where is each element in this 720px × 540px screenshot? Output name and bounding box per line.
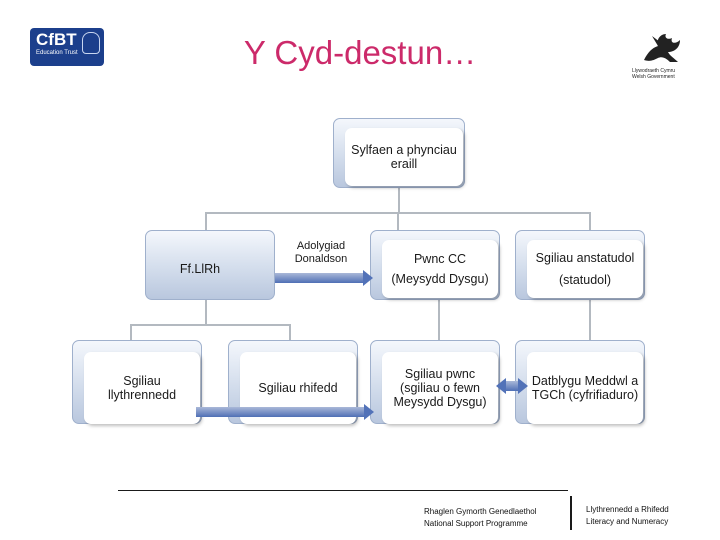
footer-left-line1: Rhaglen Gymorth Genedlaethol — [424, 507, 537, 516]
donaldson-label: Adolygiad Donaldson — [294, 240, 348, 265]
connector-pwnc-down — [438, 300, 440, 340]
ffllrh-back — [145, 230, 275, 300]
arrow-level2 — [196, 404, 374, 420]
connector-anstatudol — [589, 212, 591, 230]
welsh-gov-logo-text: Llywodraeth Cymru Welsh Government — [632, 68, 702, 80]
footer-right-line2: Literacy and Numeracy — [586, 517, 669, 526]
top-node: Sylfaen a phynciau eraill — [345, 128, 463, 186]
cfbt-logo-name: CfBT — [36, 30, 77, 49]
hand-icon — [82, 32, 100, 54]
welsh-dragon-icon — [644, 34, 680, 62]
datblygu-node: Datblygu Meddwl a TGCh (cyfrifiaduro) — [527, 352, 643, 424]
welsh-gov-line1: Llywodraeth Cymru — [632, 68, 676, 74]
anstatudol-node: Sgiliau anstatudol (statudol) — [527, 240, 643, 298]
llythrennedd-label: Sgiliau llythrennedd — [107, 374, 177, 402]
welsh-gov-line2: Welsh Government — [632, 74, 675, 80]
arrow-pwnc-datblygu — [496, 378, 528, 394]
footer-left-line2: National Support Programme — [424, 519, 528, 528]
connector-anstatudol-down — [589, 300, 591, 340]
footer-right-line1: Llythrennedd a Rhifedd — [586, 505, 669, 514]
page-title: Y Cyd-destun… — [243, 34, 477, 71]
footer-divider — [570, 496, 572, 530]
rhifedd-label: Sgiliau rhifedd — [258, 381, 338, 395]
cfbt-logo: CfBT Education Trust — [30, 28, 104, 66]
connector-pwnc — [397, 212, 399, 230]
pwnc-line2: (Meysydd Dysgu) — [391, 272, 489, 286]
donaldson-label-box: Adolygiad Donaldson — [279, 232, 363, 274]
ffllrh-node: Ff.LlRh — [157, 240, 273, 298]
connector-rhifedd — [289, 324, 291, 340]
connector-ffllrh-down — [205, 300, 207, 326]
anstatudol-line1: Sgiliau anstatudol — [535, 251, 635, 265]
connector-level2-bar — [130, 324, 290, 326]
connector-top — [398, 188, 400, 214]
top-node-label: Sylfaen a phynciau eraill — [351, 143, 457, 171]
datblygu-label: Datblygu Meddwl a TGCh (cyfrifiaduro) — [531, 374, 639, 402]
footer-rule — [118, 490, 568, 491]
arrow-donaldson — [275, 270, 373, 286]
ffllrh-label: Ff.LlRh — [179, 262, 221, 276]
llythrennedd-node: Sgiliau llythrennedd — [84, 352, 200, 424]
cfbt-logo-tagline: Education Trust — [36, 50, 78, 56]
pwnc-skills-label: Sgiliau pwnc (sgiliau o fewn Meysydd Dys… — [393, 367, 487, 409]
connector-llythrennedd — [130, 324, 132, 340]
footer-right: Llythrennedd a Rhifedd Literacy and Nume… — [586, 504, 669, 528]
connector-ffllrh — [205, 212, 207, 230]
pwnc-skills-node: Sgiliau pwnc (sgiliau o fewn Meysydd Dys… — [382, 352, 498, 424]
pwnc-line1: Pwnc CC — [413, 252, 467, 266]
anstatudol-line2: (statudol) — [558, 273, 612, 287]
pwnc-node: Pwnc CC (Meysydd Dysgu) — [382, 240, 498, 298]
footer-left: Rhaglen Gymorth Genedlaethol National Su… — [424, 506, 537, 530]
